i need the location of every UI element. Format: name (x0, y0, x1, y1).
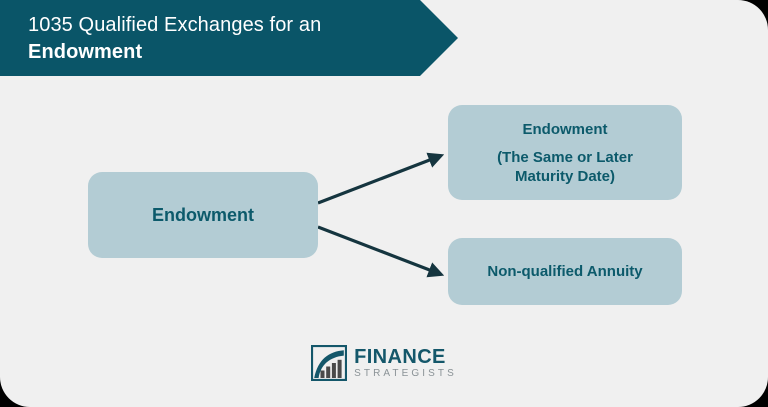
node-target-endowment-line-1: Endowment (522, 120, 608, 138)
bar-chart-arc-icon (311, 345, 348, 381)
node-source-endowment[interactable]: Endowment (88, 172, 318, 258)
flowchart-diagram: Endowment Endowment (The Same or Later M… (0, 76, 768, 334)
arrow-to-endowment (317, 152, 445, 205)
node-target-endowment-line-2: (The Same or Later (497, 148, 633, 166)
page-title-line-2: Endowment (28, 41, 143, 63)
node-source-label: Endowment (152, 204, 254, 225)
logo-name: FINANCE (354, 346, 446, 368)
node-target-endowment[interactable]: Endowment (The Same or Later Maturity Da… (448, 105, 682, 200)
page-title: 1035 Qualified Exchanges for an Endowmen… (28, 12, 418, 66)
node-target-annuity[interactable]: Non-qualified Annuity (448, 238, 682, 305)
node-target-annuity-label: Non-qualified Annuity (487, 263, 643, 280)
header-banner: 1035 Qualified Exchanges for an Endowmen… (0, 0, 458, 76)
brand-logo: FINANCE STRATEGISTS (0, 338, 768, 388)
logo-wordmark: FINANCE STRATEGISTS (354, 347, 457, 379)
page-title-line-1: 1035 Qualified Exchanges for an (28, 14, 322, 36)
node-target-endowment-line-3: Maturity Date) (514, 167, 615, 185)
arrow-to-annuity (317, 225, 445, 278)
logo-tagline: STRATEGISTS (354, 368, 457, 379)
